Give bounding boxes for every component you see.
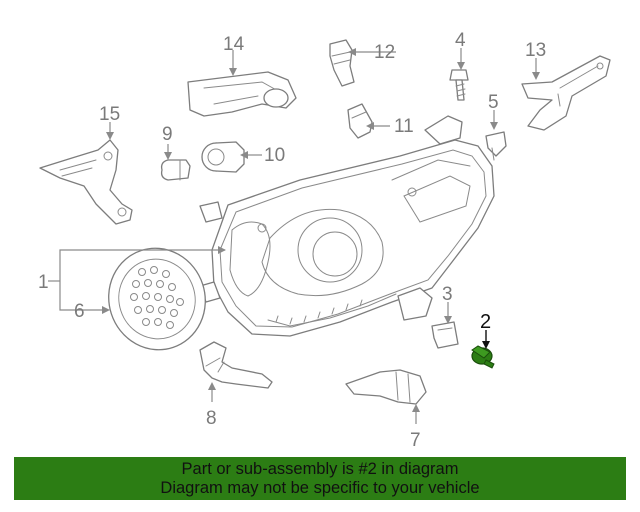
callout-5: 5 [488, 92, 499, 113]
callout-13: 13 [525, 40, 546, 61]
banner-line-1: Part or sub-assembly is #2 in diagram [181, 460, 459, 478]
arrowheads [102, 48, 540, 412]
bolt-part4 [449, 69, 469, 101]
banner-line-2: Diagram may not be specific to your vehi… [160, 479, 480, 497]
callout-7: 7 [410, 430, 421, 451]
leader-lines [48, 48, 537, 424]
callout-11: 11 [394, 116, 414, 137]
callout-15: 15 [99, 104, 120, 125]
headlamp-assembly [199, 115, 495, 337]
bracket-part13 [521, 55, 611, 131]
bulb-part9 [160, 159, 191, 181]
arrowhead-part2 [482, 341, 490, 349]
bracket-part14 [187, 71, 297, 117]
parts-diagram: 14 12 4 13 5 11 9 10 15 1 6 3 2 8 7 [38, 30, 611, 451]
connector-cover-part6 [108, 247, 206, 351]
clip-part5 [485, 131, 507, 161]
bulb-part11 [347, 103, 373, 139]
callout-6: 6 [74, 301, 85, 322]
callout-4: 4 [455, 30, 466, 51]
socket-part10 [201, 141, 245, 173]
bulb-part8 [199, 341, 273, 389]
callout-14: 14 [223, 34, 245, 55]
callout-2: 2 [480, 311, 491, 333]
callout-8: 8 [206, 408, 217, 429]
screw-part2-highlighted [471, 345, 495, 369]
callout-9: 9 [162, 124, 173, 145]
callout-10: 10 [264, 145, 285, 166]
callout-12: 12 [374, 42, 395, 63]
bracket-part15 [39, 139, 133, 225]
part-info-banner: Part or sub-assembly is #2 in diagram Di… [14, 457, 626, 500]
bulb-part7 [345, 369, 427, 405]
bulb-part12 [329, 39, 355, 87]
callout-3: 3 [442, 284, 453, 305]
clip-part3 [431, 321, 459, 349]
callout-1: 1 [38, 272, 49, 293]
